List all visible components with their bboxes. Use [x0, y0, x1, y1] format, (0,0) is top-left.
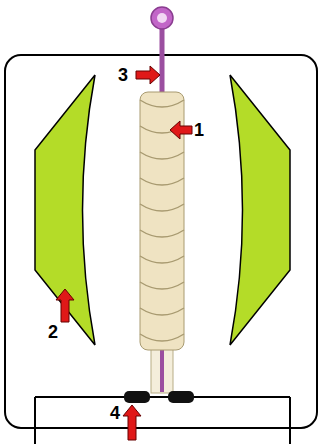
coil-winding [140, 256, 184, 263]
terminal-wire [35, 396, 290, 398]
coil-winding [140, 204, 184, 211]
callout-number: 4 [110, 403, 120, 423]
coil-winding [140, 282, 184, 289]
callout-number: 3 [118, 65, 128, 85]
pole-piece [35, 75, 95, 345]
callout-number: 1 [194, 120, 204, 140]
coil-winding [140, 230, 184, 237]
callout-arrow [123, 405, 141, 440]
callout-number: 2 [48, 322, 58, 342]
terminal-wire [34, 397, 36, 444]
plunger-rod [160, 345, 164, 392]
coil-winding [140, 334, 184, 341]
contact [168, 391, 194, 403]
contact [124, 391, 150, 403]
tube [151, 345, 173, 393]
terminal-wire [289, 397, 291, 444]
housing [5, 55, 317, 428]
callout-arrow [170, 121, 192, 139]
pole-piece [230, 75, 290, 345]
coil-winding [140, 100, 184, 107]
rod-knob-center [157, 13, 167, 23]
coil-winding [140, 152, 184, 159]
callout-arrow [136, 66, 160, 84]
callout-arrow [56, 289, 74, 322]
coil-winding [140, 308, 184, 315]
rod-knob [151, 7, 173, 29]
coil-winding [140, 178, 184, 185]
